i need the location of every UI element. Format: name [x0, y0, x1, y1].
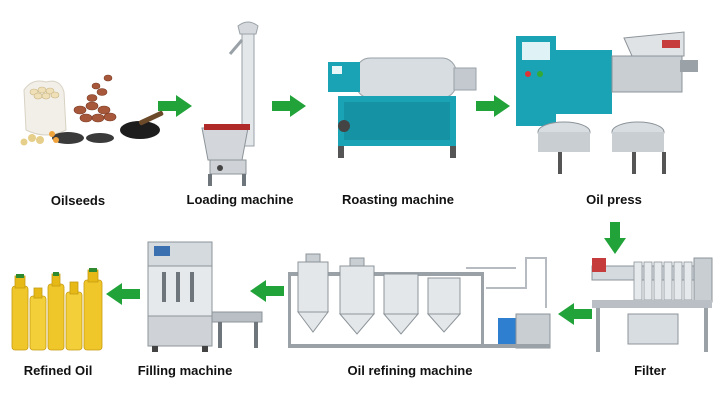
arrow-roasting-to-press — [476, 95, 510, 117]
step-label-oil-press: Oil press — [586, 192, 642, 207]
arrow-refining-to-filling — [250, 280, 284, 302]
filter-image — [591, 257, 713, 352]
oilseeds-image — [20, 74, 164, 146]
arrow-press-to-filter — [604, 222, 626, 254]
loading-machine-image — [201, 21, 259, 186]
step-label-oilseeds: Oilseeds — [50, 193, 106, 208]
refined-oil-bottles-image — [11, 268, 103, 351]
step-label-roasting-machine: Roasting machine — [342, 192, 454, 207]
step-label-filling-machine: Filling machine — [137, 363, 233, 378]
step-label-refined-oil: Refined Oil — [23, 363, 93, 378]
oil-refining-machine-image — [288, 253, 551, 349]
step-label-loading-machine: Loading machine — [186, 192, 294, 207]
arrow-filling-to-refined-oil — [106, 283, 140, 305]
step-label-oil-refining-machine: Oil refining machine — [347, 363, 473, 378]
filling-machine-image — [147, 241, 263, 352]
oil-press-image — [516, 31, 698, 174]
step-label-filter: Filter — [634, 363, 666, 378]
arrow-filter-to-refining — [558, 303, 592, 325]
roasting-machine-image — [328, 57, 477, 158]
arrow-oilseeds-to-loading — [158, 95, 192, 117]
arrow-loading-to-roasting — [272, 95, 306, 117]
